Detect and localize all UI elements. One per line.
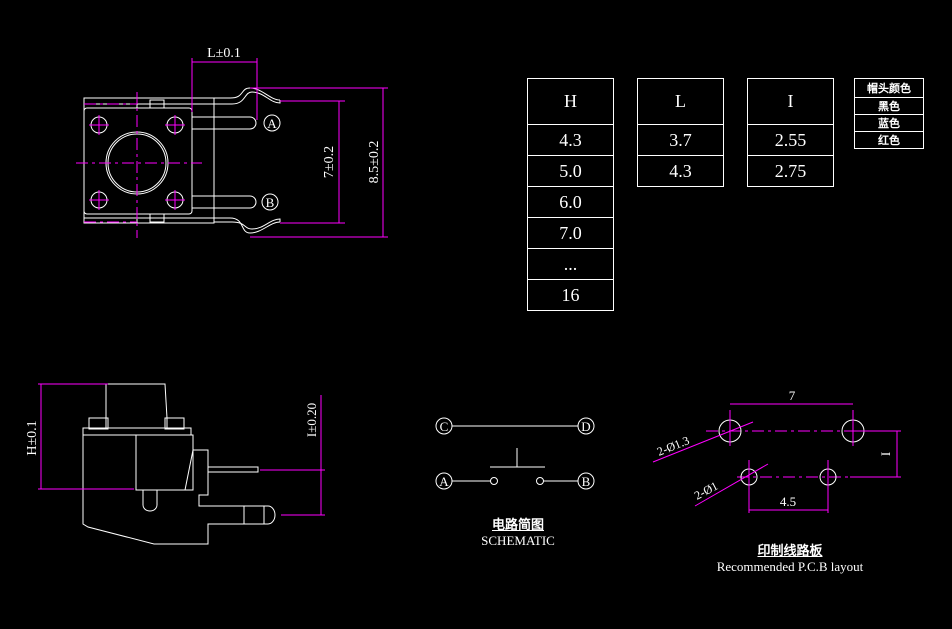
pin-a-label: A — [267, 116, 277, 131]
pcb-dim-7: 7 — [789, 388, 796, 403]
pcb-title-en: Recommended P.C.B layout — [716, 559, 864, 574]
table-I-cell: 2.75 — [747, 155, 834, 187]
pin-b-lead — [192, 195, 257, 209]
table-H-header: H — [527, 78, 614, 125]
dim-I-label: I±0.20 — [304, 403, 319, 437]
pin-b-schematic-label: B — [582, 474, 591, 489]
table-I: I 2.55 2.75 — [747, 78, 834, 187]
table-L-header: L — [637, 78, 724, 125]
dim-8-5 — [250, 87, 388, 238]
pin-b-label: B — [266, 195, 275, 210]
table-I-header: I — [747, 78, 834, 125]
pin-d-label: D — [581, 419, 590, 434]
table-L-cell: 4.3 — [637, 155, 724, 187]
pcb-layout: 7 4.5 I 2-Ø1.3 2-Ø1 — [652, 388, 901, 513]
schematic-caption: 电路简图 SCHEMATIC — [468, 514, 568, 549]
side-pin-lower — [224, 505, 276, 525]
table-cap-color: 帽头颜色 黑色 蓝色 红色 — [854, 78, 924, 149]
pin-a-schematic-label: A — [439, 474, 449, 489]
pcb-hole-small-label: 2-Ø1 — [692, 479, 720, 503]
pcb-caption: 印制线路板 Recommended P.C.B layout — [680, 540, 900, 575]
table-H-cell: 6.0 — [527, 186, 614, 218]
side-pin-upper — [207, 466, 259, 473]
dim-H-label: H±0.1 — [25, 420, 40, 455]
table-cap-color-cell: 红色 — [854, 131, 924, 149]
table-H-cell: 16 — [527, 279, 614, 311]
dim-I — [260, 395, 325, 516]
dim-8-5-label: 8.5±0.2 — [367, 141, 382, 184]
pcb-dim-4-5: 4.5 — [780, 494, 796, 509]
table-H-cell: 5.0 — [527, 155, 614, 187]
dim-L — [191, 58, 258, 120]
dim-H — [38, 383, 134, 490]
table-L-cell: 3.7 — [637, 124, 724, 156]
dim-7-label: 7±0.2 — [322, 146, 337, 178]
table-cap-color-cell: 黑色 — [854, 97, 924, 115]
table-H-cell: 4.3 — [527, 124, 614, 156]
bent-lead-bottom — [214, 217, 281, 234]
top-cap-square — [83, 107, 193, 215]
table-I-cell: 2.55 — [747, 124, 834, 156]
side-view: H±0.1 I±0.20 — [25, 383, 325, 545]
table-H-cell: ... — [527, 248, 614, 280]
table-H-cell: 7.0 — [527, 217, 614, 249]
pcb-dim-I: I — [878, 452, 893, 456]
table-cap-color-cell: 蓝色 — [854, 114, 924, 132]
table-L: L 3.7 4.3 — [637, 78, 724, 187]
side-housing — [82, 435, 224, 545]
pin-c-label: C — [440, 419, 449, 434]
bent-lead-top — [214, 87, 281, 101]
dim-L-label: L±0.1 — [207, 46, 241, 61]
schematic-title-cn: 电路简图 — [491, 517, 544, 532]
table-H: H 4.3 5.0 6.0 7.0 ... 16 — [527, 78, 614, 311]
schematic-title-en: SCHEMATIC — [481, 533, 555, 548]
top-view: A B L±0.1 7±0.2 8.5±0.2 — [76, 46, 388, 238]
pcb-hole-large-label: 2-Ø1.3 — [655, 433, 691, 459]
pcb-title-cn: 印制线路板 — [757, 543, 823, 558]
table-cap-color-header: 帽头颜色 — [854, 78, 924, 98]
schematic: C D A B — [435, 417, 595, 490]
side-cap — [105, 383, 168, 429]
dim-7 — [280, 100, 345, 224]
pin-a-lead — [192, 116, 257, 130]
